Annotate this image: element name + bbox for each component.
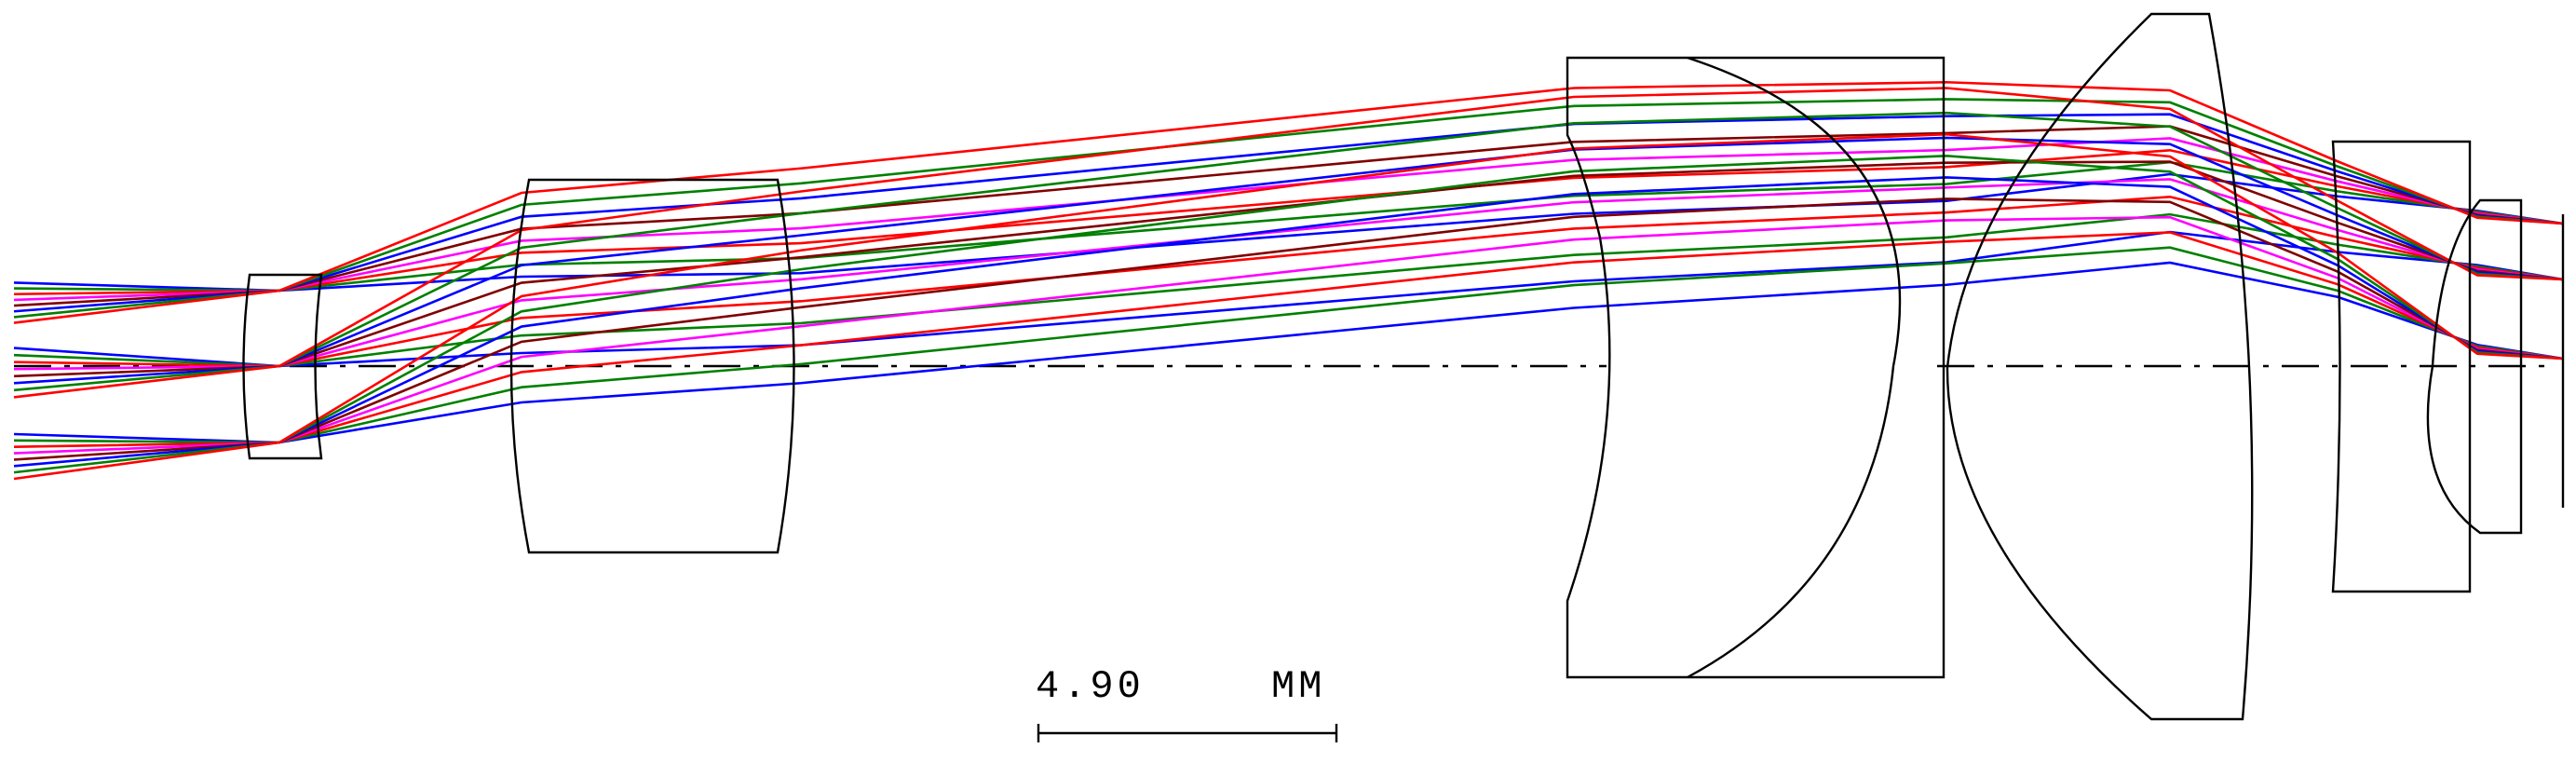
lens-3	[1946, 12, 2254, 721]
ray-trace	[13, 178, 2564, 371]
ray-trace	[13, 215, 2564, 455]
ray-trace	[13, 148, 2564, 296]
ray-trace	[13, 212, 2564, 368]
ray-trace	[13, 111, 2564, 392]
lens-1	[509, 178, 795, 554]
ray-bundles	[13, 80, 2564, 481]
ray-trace	[13, 160, 2564, 293]
ray-trace	[13, 136, 2564, 385]
ray-trace	[13, 80, 2564, 324]
ray-trace	[13, 195, 2564, 368]
ray-trace	[13, 87, 2564, 399]
lens-2-inner-surface	[1687, 56, 1902, 679]
scale-bar-unit: MM	[1271, 664, 1326, 709]
ray-trace	[13, 113, 2564, 313]
ray-trace	[13, 230, 2564, 368]
ray-trace	[13, 176, 2564, 468]
ray-trace	[13, 132, 2564, 481]
ray-trace	[13, 197, 2564, 461]
ray-trace	[13, 98, 2564, 319]
ray-trace	[13, 160, 2564, 378]
ray-trace	[13, 231, 2564, 449]
ray-trace	[13, 261, 2564, 444]
lens-4	[2331, 140, 2472, 593]
scale-bar-value: 4.90	[1036, 664, 1145, 709]
ray-trace	[13, 137, 2564, 302]
stop-element	[242, 273, 323, 460]
ray-trace	[13, 125, 2564, 307]
scale-bar	[1037, 724, 1338, 742]
ray-trace	[13, 155, 2564, 474]
lens-2	[1566, 56, 1946, 679]
ray-trace	[13, 246, 2564, 444]
lens-5	[2426, 198, 2523, 535]
